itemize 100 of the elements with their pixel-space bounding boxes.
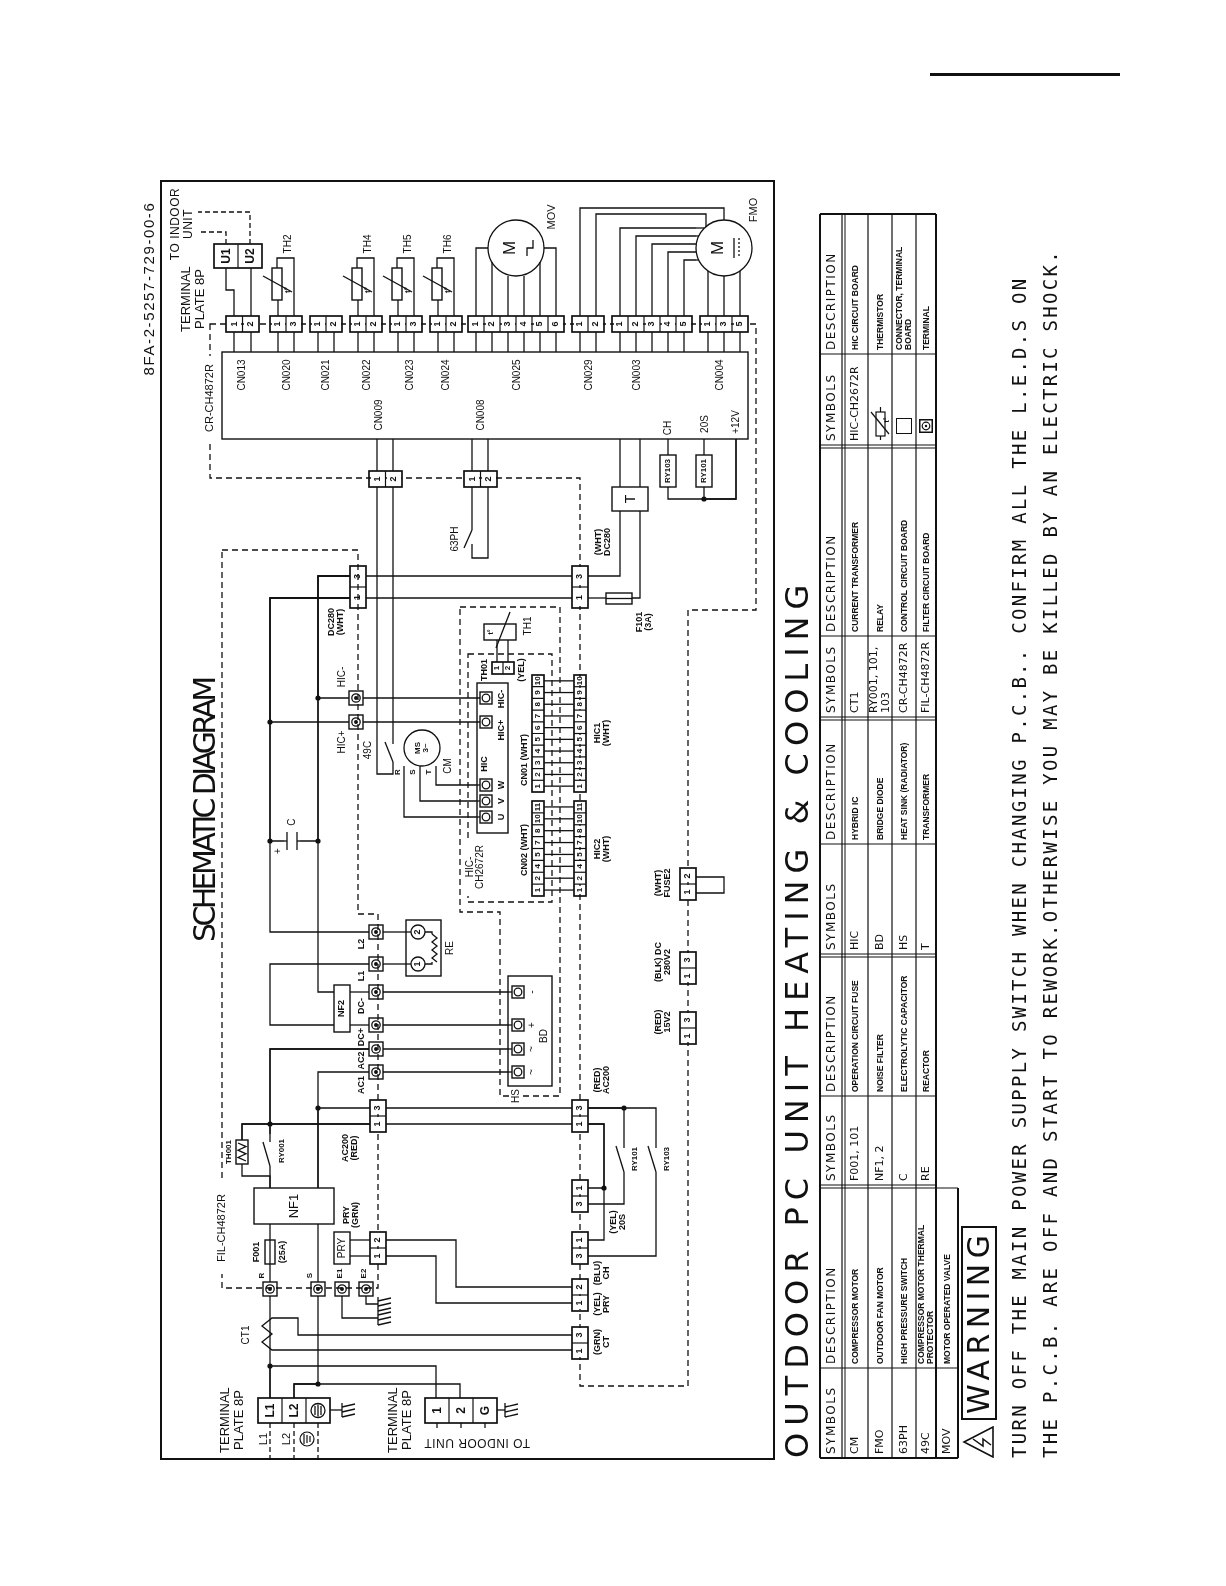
symbol-code: F001, 101: [847, 1124, 863, 1181]
wire: [587, 1123, 605, 1241]
bridge-diode-block: [508, 976, 552, 1086]
component-label: RY001: [277, 1137, 288, 1166]
terminal-label: -: [527, 989, 537, 996]
component-label: (BLK) DC 280V2: [651, 941, 673, 984]
wire: [507, 331, 509, 353]
wire: [241, 1163, 271, 1189]
wire: [277, 301, 279, 317]
component-label: (BLU) CH: [590, 1260, 612, 1286]
component-label: F101 (3A): [632, 610, 654, 635]
wire: [349, 1239, 371, 1241]
connector: [680, 952, 696, 984]
component-label: TH1: [522, 615, 534, 638]
dashed-wire: [317, 1422, 319, 1461]
component-label: RY103: [662, 1145, 672, 1174]
wire: [667, 331, 669, 353]
description-text: THERMISTOR: [873, 292, 886, 350]
wire: [707, 275, 709, 317]
wire: [723, 331, 725, 353]
board-label: HS: [510, 1086, 522, 1106]
terminal-label: V: [497, 797, 507, 806]
wire: [683, 331, 685, 353]
ground-symbol: [342, 1403, 356, 1417]
component-label: TH2: [283, 233, 293, 256]
connector-name: CN021: [320, 358, 332, 393]
wire: [639, 438, 641, 488]
wire: [543, 762, 575, 764]
pin-number: 1: [533, 885, 543, 895]
component-label: (YEL) 20S: [606, 1209, 628, 1236]
connector-name: CN023: [404, 358, 416, 393]
connector-name: CN024: [440, 358, 452, 393]
terminal-label: ~: [527, 1045, 537, 1054]
terminal-symbol: [369, 985, 383, 999]
pin-number: 5: [575, 850, 585, 859]
dashed-wire: [460, 1422, 462, 1431]
pin-number: 10: [575, 814, 585, 824]
column-header: DESCRIPTION: [822, 993, 839, 1092]
component-label: FMO: [748, 196, 760, 224]
connector-name: CH: [662, 420, 674, 436]
wire: [635, 331, 637, 353]
wire: [543, 841, 575, 844]
wire: [317, 1071, 370, 1189]
component-label: DC280 (WHT): [324, 607, 346, 638]
wire: [317, 1223, 319, 1283]
pin-number: 2: [533, 770, 543, 779]
wire: [619, 227, 697, 317]
wire: [539, 331, 541, 353]
connector-name: CN003: [631, 358, 643, 393]
transformer-box: [612, 487, 648, 511]
wire: [543, 738, 575, 740]
pin-number: 10: [533, 814, 543, 824]
connector: [572, 1180, 588, 1212]
pin-number: 11: [575, 802, 585, 812]
connector: [572, 1279, 588, 1311]
wire: [667, 438, 669, 456]
description-text: ELECTROLYTIC CAPACITOR: [897, 974, 910, 1092]
component-label: HIC1 (WHT): [590, 718, 612, 749]
wire: [437, 331, 439, 353]
symbol-code: CT1: [847, 690, 863, 713]
wire: [317, 575, 351, 993]
current-transformer-symbol: [262, 1316, 278, 1352]
component-label: DC+: [356, 1028, 368, 1046]
connector-name: CN008: [475, 398, 487, 433]
wire: [587, 597, 607, 599]
wire: [491, 275, 493, 317]
connector: [468, 316, 564, 332]
description-text: HIGH PRESSURE SWITCH: [897, 1256, 910, 1364]
diagram-title: SCHEMATIC DIAGRAM: [190, 679, 220, 942]
wire: [365, 575, 573, 577]
connector-name: CN020: [281, 358, 293, 393]
column-header: SYMBOLS: [822, 881, 839, 950]
thermistor-symbol: [482, 610, 518, 650]
component-label: CN01 (WHT): [519, 733, 531, 788]
switch-symbol: [462, 518, 492, 562]
wire: [579, 331, 581, 353]
terminal-label: 2: [413, 928, 423, 937]
symbol-code: RY001, 101, 103: [868, 645, 892, 713]
wire: [543, 818, 575, 820]
terminal-label: HIC-: [497, 688, 507, 711]
wire: [397, 331, 399, 353]
symbol-code: CM: [847, 1435, 863, 1454]
wire: [329, 1409, 343, 1411]
symbol-mark: t°: [443, 286, 453, 295]
connector: [350, 316, 382, 332]
wire: [269, 1263, 271, 1283]
component-label: PRY (GRN): [339, 1201, 361, 1230]
connector: [700, 316, 748, 332]
wire: [357, 301, 359, 317]
connector: [532, 675, 544, 792]
wire: [723, 275, 725, 317]
wire: [317, 331, 319, 353]
terminal-plate: [258, 1398, 330, 1423]
symbol-code: FIL-CH4872R: [918, 640, 934, 713]
terminal-symbol: [263, 1282, 277, 1296]
terminal-label: HIC+: [497, 718, 507, 743]
wire: [373, 301, 375, 317]
wire: [385, 1107, 573, 1109]
wire: [587, 1107, 657, 1141]
component-label: C: [287, 817, 298, 828]
